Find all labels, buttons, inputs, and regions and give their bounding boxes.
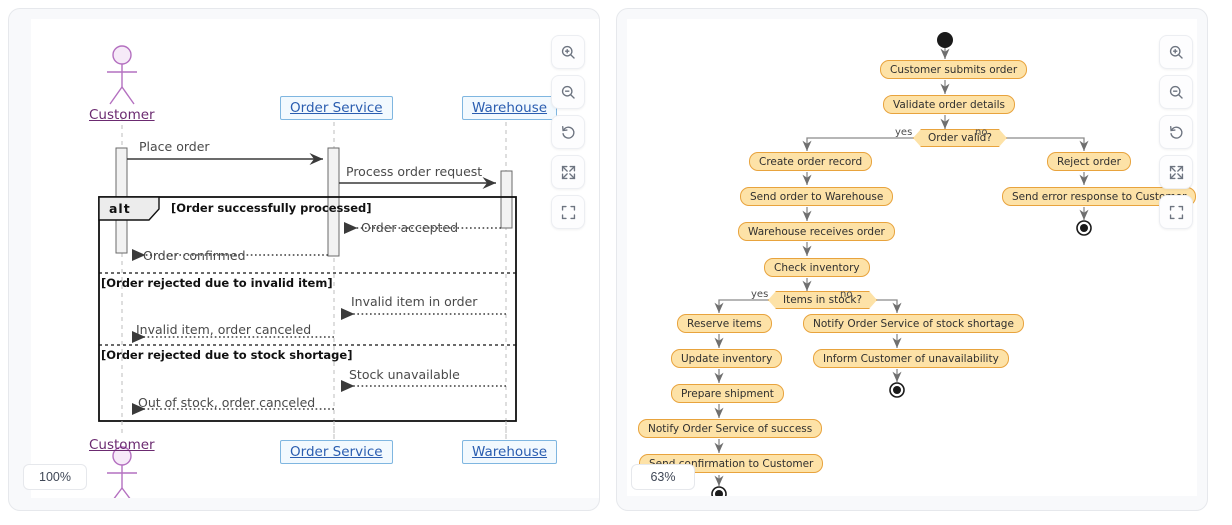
- activity-diagram-panel: Customer submits order Validate order de…: [616, 8, 1208, 511]
- message-label-process-order-request: Process order request: [346, 164, 483, 179]
- zoom-level-badge-left[interactable]: 100%: [23, 464, 87, 490]
- fragment-guard-2: [Order rejected due to invalid item]: [101, 276, 333, 290]
- participant-warehouse-bottom[interactable]: Warehouse: [462, 440, 558, 464]
- activity-node-update-inventory[interactable]: Update inventory: [671, 349, 783, 368]
- reset-icon: [1169, 125, 1182, 139]
- zoom-in-button[interactable]: [1159, 35, 1193, 69]
- message-label-order-confirmed: Order confirmed: [143, 248, 246, 263]
- messages: [127, 153, 506, 415]
- fragment-guard-1: [Order successfully processed]: [171, 201, 372, 215]
- activity-node-send-order-to-warehouse[interactable]: Send order to Warehouse: [740, 187, 894, 206]
- fullscreen-button[interactable]: [1159, 195, 1193, 229]
- sequence-diagram-panel: Customer Order Service Warehouse Custome…: [8, 8, 600, 511]
- participant-order-service-top[interactable]: Order Service: [280, 96, 393, 120]
- actor-figure-top: [107, 45, 137, 105]
- sequence-diagram-graphics: [98, 45, 517, 498]
- activity-node-reserve-items[interactable]: Reserve items: [677, 314, 772, 333]
- expand-icon: [1169, 165, 1183, 179]
- zoom-in-icon: [1169, 45, 1183, 59]
- activity-node-warehouse-receives-order[interactable]: Warehouse receives order: [738, 222, 895, 241]
- sequence-diagram-canvas[interactable]: Customer Order Service Warehouse Custome…: [31, 19, 599, 498]
- participant-order-service-bottom[interactable]: Order Service: [280, 440, 393, 464]
- zoom-in-icon: [561, 45, 575, 59]
- edge-label-order-valid-no: no: [975, 127, 988, 138]
- zoom-level-badge-right[interactable]: 63%: [631, 464, 695, 490]
- message-label-place-order: Place order: [139, 139, 210, 154]
- activity-node-check-inventory[interactable]: Check inventory: [764, 258, 870, 277]
- fit-screen-button[interactable]: [1159, 155, 1193, 189]
- alt-fragment-box: [98, 196, 517, 422]
- message-label-invalid-item-in-order: Invalid item in order: [351, 294, 478, 309]
- reset-view-button[interactable]: [1159, 115, 1193, 149]
- sequence-diagram-toolbar: [551, 35, 585, 229]
- activity-node-reject-order[interactable]: Reject order: [1047, 152, 1131, 171]
- participant-warehouse-top[interactable]: Warehouse: [462, 96, 558, 120]
- activity-decision-items-in-stock[interactable]: Items in stock?: [768, 291, 877, 309]
- edge-label-items-stock-yes: yes: [751, 289, 769, 300]
- participant-customer-top[interactable]: Customer: [89, 107, 155, 123]
- activity-node-send-error-response[interactable]: Send error response to Customer: [1002, 187, 1197, 206]
- expand-icon: [561, 165, 575, 179]
- zoom-out-button[interactable]: [551, 75, 585, 109]
- fragment-guard-3: [Order rejected due to stock shortage]: [101, 348, 353, 362]
- activity-node-notify-stock-shortage[interactable]: Notify Order Service of stock shortage: [803, 314, 1024, 333]
- activity-diagram-graphics: [711, 32, 1092, 496]
- message-label-out-of-stock-order-canceled: Out of stock, order canceled: [138, 395, 316, 410]
- zoom-out-icon: [1169, 85, 1183, 99]
- message-label-order-accepted: Order accepted: [361, 220, 459, 235]
- edge-label-items-stock-no: no: [840, 289, 853, 300]
- edge-label-order-valid-yes: yes: [895, 127, 913, 138]
- final-nodes: [711, 220, 1092, 496]
- fullscreen-icon: [1169, 205, 1183, 219]
- final-node-unavailable: [889, 382, 905, 398]
- fullscreen-icon: [561, 205, 575, 219]
- lifelines: [121, 114, 507, 437]
- message-label-stock-unavailable: Stock unavailable: [349, 367, 460, 382]
- activity-diagram-toolbar: [1159, 35, 1193, 229]
- fragment-operator-alt: alt: [109, 201, 131, 216]
- zoom-out-button[interactable]: [1159, 75, 1193, 109]
- reset-view-button[interactable]: [551, 115, 585, 149]
- activity-node-customer-submits-order[interactable]: Customer submits order: [880, 60, 1028, 79]
- activity-node-validate-order-details[interactable]: Validate order details: [883, 95, 1015, 114]
- activity-edges: [714, 48, 1089, 486]
- fullscreen-button[interactable]: [551, 195, 585, 229]
- final-node-success: [711, 486, 727, 496]
- activity-node-inform-customer-unavailability[interactable]: Inform Customer of unavailability: [813, 349, 1009, 368]
- initial-node: [937, 32, 953, 48]
- actor-figure-bottom: [107, 446, 137, 498]
- activity-decision-order-valid[interactable]: Order valid?: [913, 129, 1007, 147]
- participant-customer-bottom[interactable]: Customer: [89, 437, 155, 453]
- lifeline-stubs-bottom: [121, 421, 507, 439]
- reset-icon: [561, 125, 574, 139]
- zoom-out-icon: [561, 85, 575, 99]
- message-label-invalid-item-order-canceled: Invalid item, order canceled: [136, 322, 312, 337]
- uml-activity-diagram: Customer submits order Validate order de…: [627, 19, 1197, 496]
- zoom-in-button[interactable]: [551, 35, 585, 69]
- final-node-reject: [1076, 220, 1092, 236]
- fit-screen-button[interactable]: [551, 155, 585, 189]
- uml-sequence-diagram: Customer Order Service Warehouse Custome…: [31, 19, 599, 498]
- activity-node-create-order-record[interactable]: Create order record: [749, 152, 873, 171]
- activity-diagram-canvas[interactable]: Customer submits order Validate order de…: [627, 19, 1197, 496]
- activity-node-notify-order-service-success[interactable]: Notify Order Service of success: [638, 419, 823, 438]
- activity-node-prepare-shipment[interactable]: Prepare shipment: [671, 384, 784, 403]
